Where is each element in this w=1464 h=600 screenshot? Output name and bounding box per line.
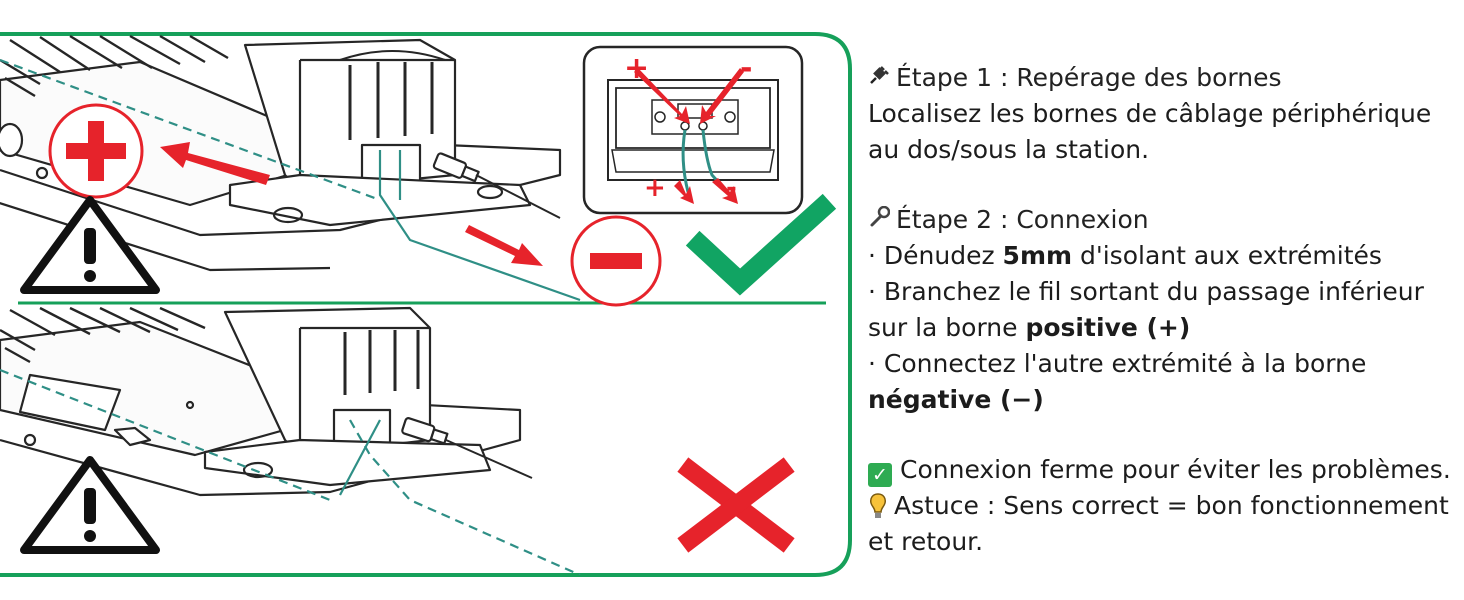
step2-bullet-1: · Dénudez 5mm d'isolant aux extrémités: [868, 238, 1460, 274]
step2-b1-post: d'isolant aux extrémités: [1072, 241, 1382, 270]
wiring-illustration: + - + -: [0, 32, 852, 577]
confirm-text: Connexion ferme pour éviter les problème…: [900, 455, 1451, 484]
inset-bottom-plus-label: +: [644, 173, 666, 203]
step2-bullet-2: · Branchez le fil sortant du passage inf…: [868, 274, 1460, 346]
terminal-inset: [582, 45, 804, 215]
positive-marker: [48, 103, 144, 199]
illustration-frame: [0, 32, 852, 577]
warning-icon-bottom: [20, 456, 160, 554]
step2-b2-pre: · Branchez le fil sortant du passage inf…: [868, 277, 1424, 342]
tip-line: Astuce : Sens correct = bon fonctionneme…: [868, 488, 1460, 560]
step1-title: Étape 1 : Repérage des bornes: [896, 63, 1282, 92]
confirm-line: ✓ Connexion ferme pour éviter les problèm…: [868, 452, 1460, 488]
step2-b1-bold: 5mm: [1002, 241, 1073, 270]
inset-minus-label: -: [740, 51, 752, 86]
correct-check-icon: [685, 193, 837, 296]
step2-b2-bold: positive (+): [1025, 313, 1191, 342]
checkmark-box-icon: ✓: [868, 463, 892, 487]
step2-title: Étape 2 : Connexion: [896, 205, 1149, 234]
station-bottom: [0, 306, 533, 497]
inset-bottom-minus-label: -: [726, 173, 737, 203]
instructions-panel: Étape 1 : Repérage des bornes Localisez …: [868, 60, 1460, 560]
arrow-negative: [465, 225, 543, 266]
plug-icon: [868, 60, 890, 96]
inset-plus-label: +: [624, 51, 649, 86]
step1-heading: Étape 1 : Repérage des bornes: [868, 60, 1460, 96]
step1-text: Localisez les bornes de câblage périphér…: [868, 99, 1432, 164]
arrow-positive: [160, 142, 270, 185]
warning-icon: [20, 196, 160, 294]
incorrect-cross-icon: [677, 457, 795, 553]
step2-b3-bold: négative (−): [868, 385, 1044, 414]
wire-bottom: [0, 368, 581, 575]
wire-top: [0, 58, 581, 302]
step2-heading: Étape 2 : Connexion: [868, 202, 1460, 238]
tip-text: Astuce : Sens correct = bon fonctionneme…: [868, 491, 1449, 556]
step2-b3-pre: · Connectez l'autre extrémité à la borne: [868, 349, 1367, 378]
wrench-icon: [868, 202, 891, 238]
step2-b1-pre: · Dénudez: [868, 241, 1003, 270]
negative-marker: [570, 215, 662, 307]
lightbulb-icon: [868, 492, 888, 520]
step2-bullet-3: · Connectez l'autre extrémité à la borne…: [868, 346, 1460, 418]
